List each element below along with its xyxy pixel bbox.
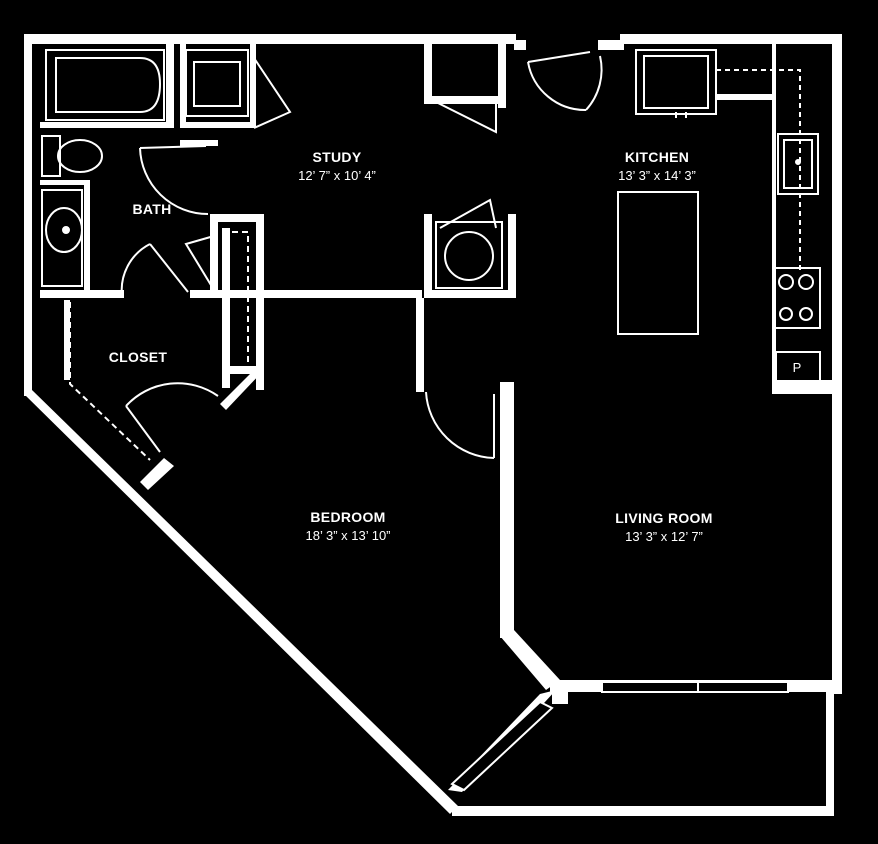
study-dims: 12’ 7” x 10’ 4” <box>298 168 376 183</box>
study-name: STUDY <box>313 149 362 165</box>
kitchen-counter <box>716 69 801 270</box>
living-room-name: LIVING ROOM <box>615 510 712 526</box>
refrigerator <box>635 49 717 118</box>
room-labels: STUDY 12’ 7” x 10’ 4” KITCHEN 13’ 3” x 1… <box>109 149 802 544</box>
door-swings <box>120 51 603 459</box>
kitchen-sink <box>777 133 819 195</box>
kitchen-name: KITCHEN <box>625 149 689 165</box>
bathtub <box>45 49 165 121</box>
stove <box>773 267 821 329</box>
bedroom-dims: 18’ 3” x 13’ 10” <box>305 528 390 543</box>
closet-name: CLOSET <box>109 349 168 365</box>
bedroom-window <box>450 700 554 792</box>
shower <box>185 49 249 117</box>
balcony-sliding-door <box>601 681 789 693</box>
kitchen-island <box>617 191 699 335</box>
bath-name: BATH <box>132 201 171 217</box>
toilet <box>41 135 103 177</box>
closet-shelves <box>69 231 249 461</box>
exterior-walls <box>24 34 842 816</box>
pantry-label: P <box>793 360 802 375</box>
kitchen-dims: 13’ 3” x 14’ 3” <box>618 168 696 183</box>
pantry <box>775 351 821 383</box>
bedroom-name: BEDROOM <box>310 509 385 525</box>
living-room-dims: 13’ 3” x 12’ 7” <box>625 529 703 544</box>
washer-dryer <box>435 221 503 289</box>
bath-sink <box>41 189 83 287</box>
